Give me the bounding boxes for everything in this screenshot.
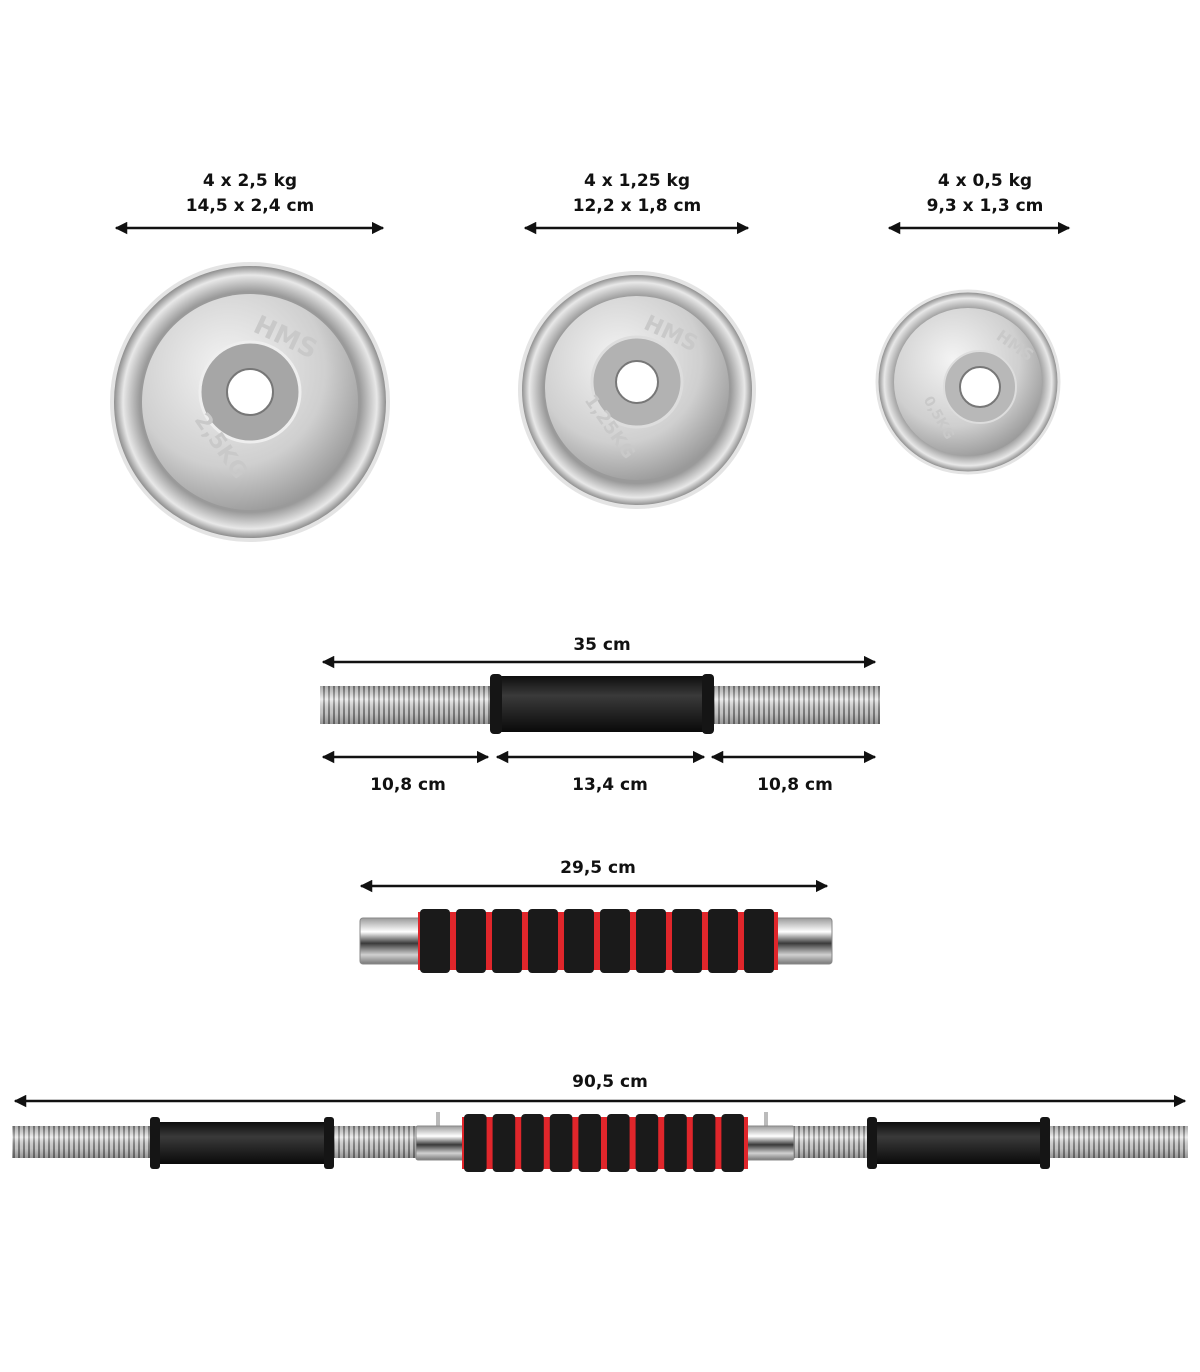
connector-chrome-end [771,917,833,965]
foam-ring [578,1114,601,1172]
foam-ring [600,909,630,973]
foam-ring [744,909,774,973]
plate-1-25kg: 4 x 1,25 kg 12,2 x 1,8 cm HMS 1,25KG [518,171,756,509]
dumbbell-length-label: 35 cm [573,635,630,655]
foam-ring [708,909,738,973]
foam-ring [664,1114,687,1172]
plate-2-5kg: 4 x 2,5 kg 14,5 x 2,4 cm HMS 2,5KG [110,171,390,542]
foam-ring [464,1114,487,1172]
plate-hole [226,368,274,416]
foam-ring [672,909,702,973]
grip [490,676,714,732]
plate-quantity-label: 4 x 1,25 kg [584,171,690,191]
connector-foam-grip [418,909,778,973]
plate-0-5kg: 4 x 0,5 kg 9,3 x 1,3 cm HMS 0,5KG [875,171,1071,475]
connector-chrome-end [359,917,425,965]
grip-flange [150,1117,160,1169]
plate-dimensions-label: 9,3 x 1,3 cm [927,196,1044,216]
foam-ring [692,1114,716,1172]
pin [764,1112,768,1128]
foam-ring [721,1114,744,1172]
foam-ring [564,909,594,973]
foam-ring [528,909,558,973]
barbell-length-label: 90,5 cm [572,1072,648,1092]
foam-ring [636,909,666,973]
foam-ring [492,1114,516,1172]
right-thread-label: 10,8 cm [757,775,833,795]
barbell-chrome-sleeve [415,1125,467,1161]
right-grip [870,1122,1048,1164]
plate-dimensions-label: 12,2 x 1,8 cm [573,196,702,216]
thread-shading [320,686,495,724]
foam-ring [456,909,486,973]
dumbbell-bar: 35 cm 10,8 cm 13,4 cm 10,8 cm [320,635,880,795]
plate-quantity-label: 4 x 0,5 kg [938,171,1032,191]
grip-flange [702,674,714,734]
foam-ring [635,1114,659,1172]
left-thread-label: 10,8 cm [370,775,446,795]
foam-ring [607,1114,630,1172]
grip-flange [490,674,502,734]
pin [436,1112,440,1128]
foam-ring [521,1114,544,1172]
foam-ring [492,909,522,973]
grip-flange [324,1117,334,1169]
barbell-foam-grip [462,1114,748,1172]
connector-length-label: 29,5 cm [560,858,636,878]
grip-label: 13,4 cm [572,775,648,795]
grip-flange [1040,1117,1050,1169]
connector: 29,5 cm [359,858,833,973]
plate-quantity-label: 4 x 2,5 kg [203,171,297,191]
barbell-chrome-sleeve [743,1125,795,1161]
grip-flange [867,1117,877,1169]
left-grip [153,1122,331,1164]
foam-ring [549,1114,573,1172]
thread-shading [708,686,880,724]
plate-dimensions-label: 14,5 x 2,4 cm [186,196,315,216]
foam-ring [420,909,450,973]
barbell: 90,5 cm [12,1072,1188,1172]
plate-hole [615,360,659,404]
plate-hole [959,366,1001,408]
